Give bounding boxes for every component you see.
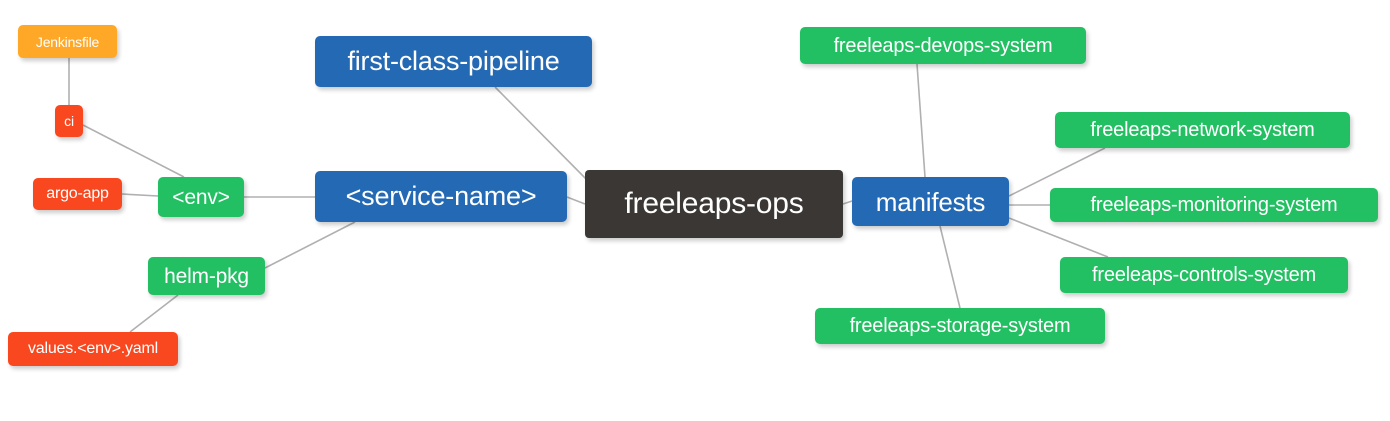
edge-env-to-ci: [82, 124, 185, 178]
edge-env-to-argo-app: [121, 193, 159, 197]
node-freeleaps-storage-system[interactable]: freeleaps-storage-system: [815, 308, 1105, 344]
node-manifests[interactable]: manifests: [852, 177, 1009, 226]
node-freeleaps-controls-system[interactable]: freeleaps-controls-system: [1060, 257, 1348, 293]
node-env[interactable]: <env>: [158, 177, 244, 217]
node-first-class-pipeline[interactable]: first-class-pipeline: [315, 36, 592, 87]
node-argo-app[interactable]: argo-app: [33, 178, 122, 210]
node-freeleaps-ops[interactable]: freeleaps-ops: [585, 170, 843, 238]
node-jenkinsfile[interactable]: Jenkinsfile: [18, 25, 117, 58]
edge-service-name-to-helm-pkg: [264, 221, 356, 269]
edge-helm-pkg-to-values-yaml: [129, 294, 179, 333]
node-service-name[interactable]: <service-name>: [315, 171, 567, 222]
node-freeleaps-devops-system[interactable]: freeleaps-devops-system: [800, 27, 1086, 64]
node-freeleaps-monitoring-system[interactable]: freeleaps-monitoring-system: [1050, 188, 1378, 222]
edge-manifests-to-freeleaps-controls-system: [1008, 217, 1109, 258]
node-freeleaps-network-system[interactable]: freeleaps-network-system: [1055, 112, 1350, 148]
edge-manifests-to-freeleaps-storage-system: [939, 225, 961, 309]
node-values-yaml[interactable]: values.<env>.yaml: [8, 332, 178, 366]
edge-freeleaps-ops-to-manifests: [842, 200, 853, 205]
edge-manifests-to-freeleaps-devops-system: [916, 63, 926, 178]
node-helm-pkg[interactable]: helm-pkg: [148, 257, 265, 295]
node-ci[interactable]: ci: [55, 105, 83, 137]
edge-freeleaps-ops-to-service-name: [566, 196, 586, 205]
